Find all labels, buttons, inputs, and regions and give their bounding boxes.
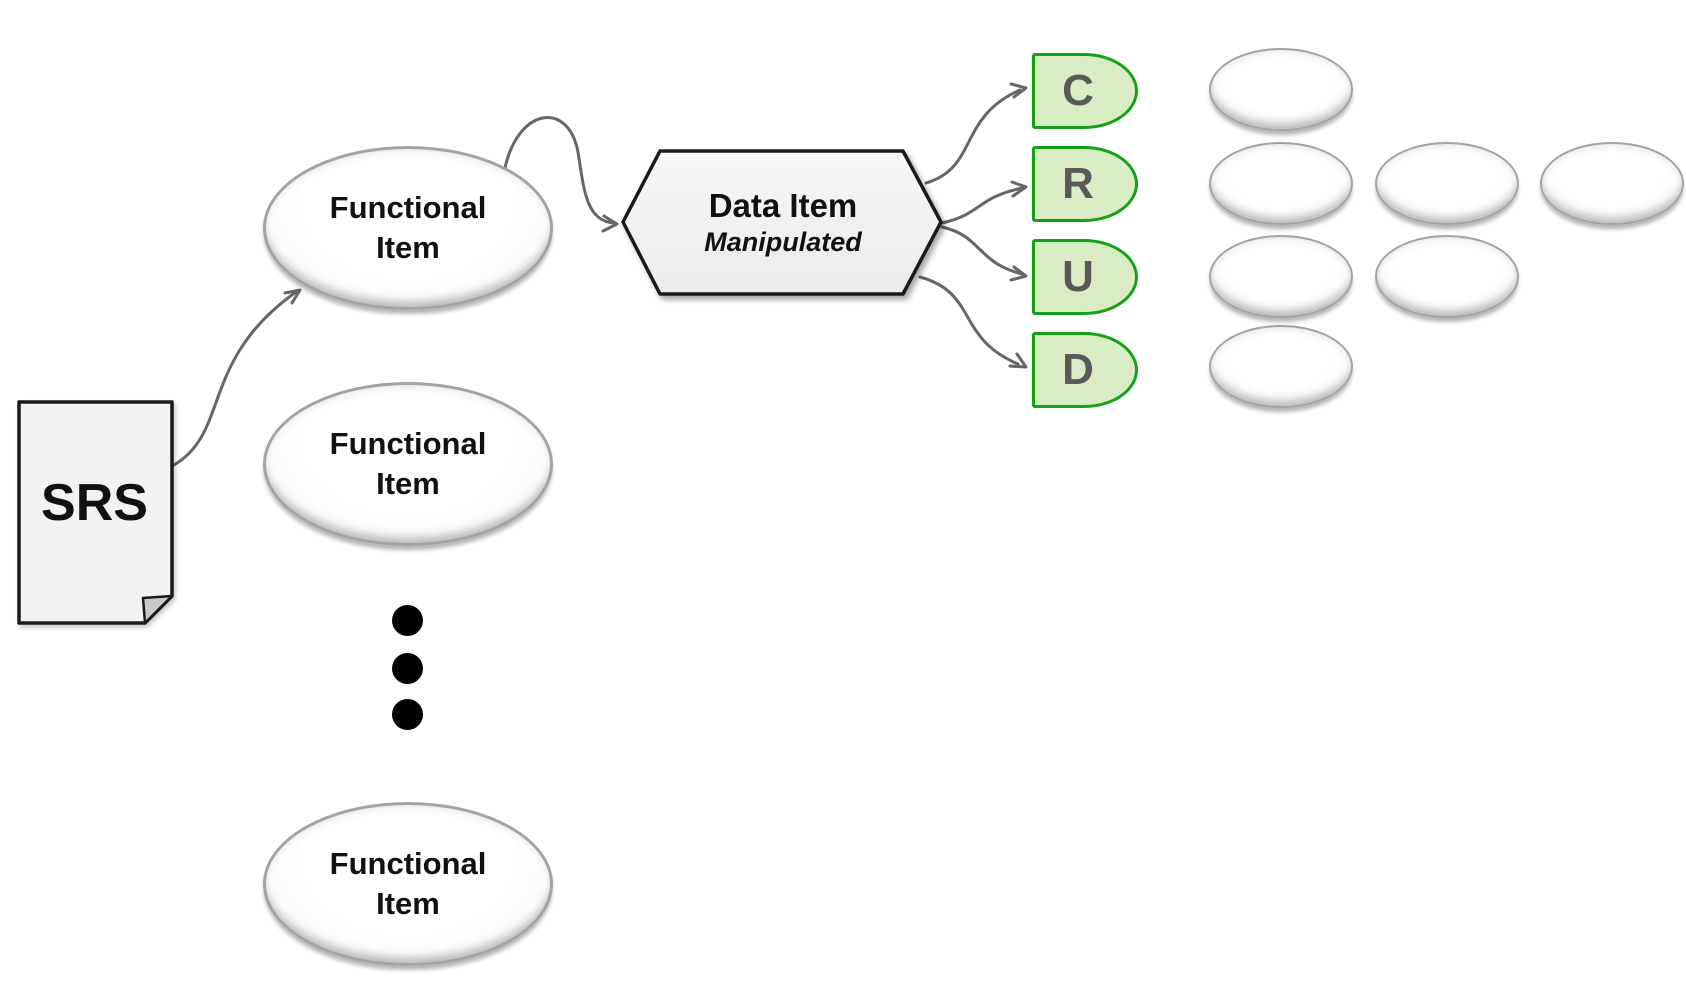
ellipsis-dot-1 [392, 605, 423, 636]
crud-update-label: U [1062, 252, 1094, 301]
arrowhead-data-item-to-delete [1008, 352, 1028, 369]
data-item-title: Data Item [708, 187, 858, 224]
connector-data-item-to-update [940, 225, 1024, 276]
empty-ellipse-r4c1 [1209, 325, 1353, 408]
empty-ellipse-r3c2 [1375, 235, 1519, 318]
functional-item-3: Functional Item [263, 802, 553, 966]
empty-ellipse-r2c2 [1375, 142, 1519, 225]
arrowhead-data-item-to-read [1010, 180, 1028, 198]
arrowhead-srs-to-functional-item [283, 288, 302, 305]
arrowhead-data-item-to-update [1009, 265, 1028, 282]
empty-ellipse-r2c3 [1540, 142, 1684, 225]
arrowhead-functional-item-to-data-item [601, 214, 619, 233]
ellipsis-dot-2 [392, 653, 423, 684]
srs-document: SRS [16, 399, 180, 629]
crud-create-label: C [1062, 66, 1094, 115]
data-item-hexagon: Data Item Manipulated [618, 147, 948, 303]
srs-label: SRS [41, 474, 148, 532]
ellipsis-dot-3 [392, 699, 423, 730]
functional-item-1-label: Functional Item [329, 190, 487, 265]
crud-create-shape: C [1032, 53, 1138, 129]
functional-item-3-label: Functional Item [329, 846, 487, 921]
crud-update-shape: U [1032, 239, 1138, 315]
arrowhead-data-item-to-create [1009, 82, 1028, 99]
functional-item-1: Functional Item [263, 146, 553, 310]
data-item-subtitle: Manipulated [704, 227, 862, 257]
folded-corner [141, 594, 174, 625]
crud-delete-shape: D [1032, 332, 1138, 408]
functional-item-2-label: Functional Item [329, 426, 487, 501]
crud-read-shape: R [1032, 146, 1138, 222]
connector-data-item-to-read [940, 186, 1024, 225]
hexagon-shape [621, 149, 943, 296]
empty-ellipse-r3c1 [1209, 235, 1353, 318]
data-item-text: Data Item Manipulated [618, 147, 948, 297]
empty-ellipse-r2c1 [1209, 142, 1353, 225]
empty-ellipse-r1c1 [1209, 48, 1353, 131]
document-shape [17, 400, 174, 625]
crud-delete-label: D [1062, 345, 1094, 394]
functional-item-2: Functional Item [263, 382, 553, 546]
crud-read-label: R [1062, 159, 1094, 208]
